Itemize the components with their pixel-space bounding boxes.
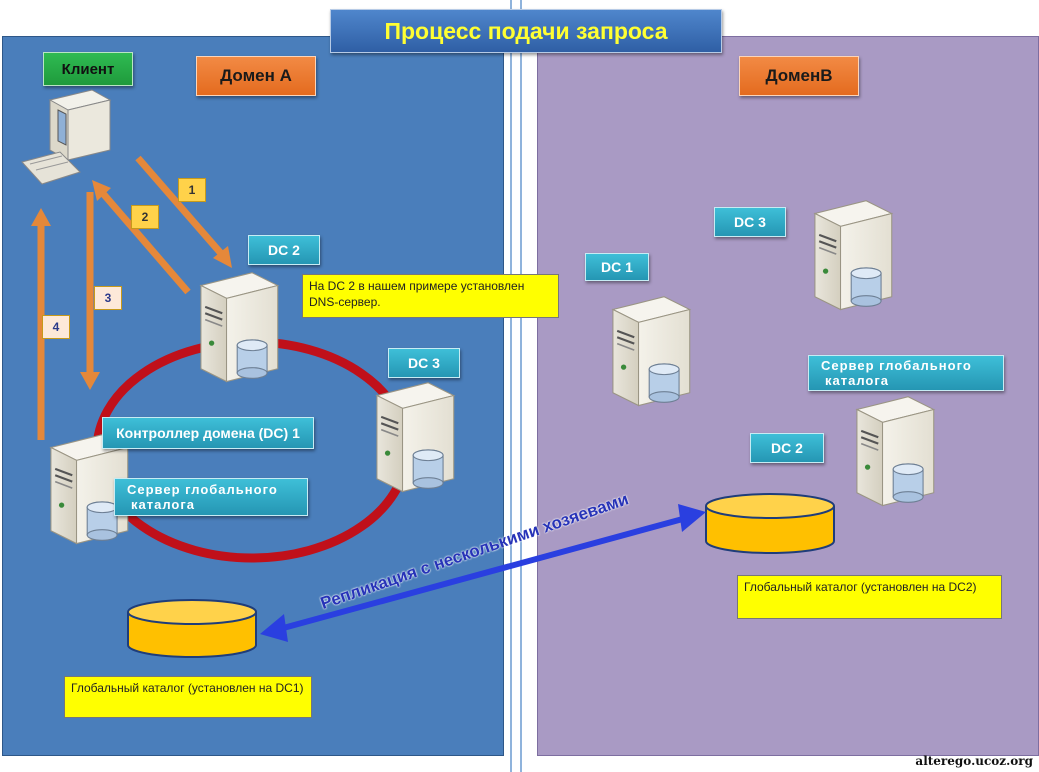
domain-a-gc-server-label: Сервер глобального каталога — [114, 478, 308, 516]
domain-b-dc1-label: DC 1 — [585, 253, 649, 281]
client-label: Клиент — [43, 52, 133, 86]
domain-a-gc-note: Глобальный каталог (установлен на DC1) — [64, 676, 312, 718]
diagram-title: Процесс подачи запроса — [330, 9, 722, 53]
domain-divider — [510, 0, 512, 772]
domain-b-gc-note: Глобальный каталог (установлен на DC2) — [737, 575, 1002, 619]
domain-b-dc1-server-icon — [611, 295, 691, 407]
dns-note: На DC 2 в нашем примере установлен DNS-с… — [302, 274, 559, 318]
client-computer-icon — [21, 89, 112, 185]
step-3-arrow — [80, 192, 100, 390]
gc-server-label-line1: Сервер глобального — [127, 482, 278, 497]
step-1-arrow — [135, 155, 232, 268]
domain-a-catalog-icon — [127, 599, 257, 658]
gc-server-label-line2: каталога — [131, 497, 196, 512]
dc2-server-icon — [199, 271, 279, 383]
dc2-label: DC 2 — [248, 235, 320, 265]
domain-divider — [520, 0, 522, 772]
gc-server-label-line1: Сервер глобального — [821, 358, 972, 373]
dc3-label: DC 3 — [388, 348, 460, 378]
watermark: alterego.ucoz.org — [915, 754, 1033, 768]
step-4-arrow — [31, 208, 51, 440]
domain-b-gc-server-label: Сервер глобального каталога — [808, 355, 1004, 391]
step-3-label: 3 — [94, 286, 122, 310]
domain-b-dc2-label: DC 2 — [750, 433, 824, 463]
domain-b-catalog-icon — [705, 493, 835, 554]
step-2-arrow — [92, 180, 191, 295]
domain-b-dc3-server-icon — [813, 199, 893, 311]
dc1-label: Контроллер домена (DC) 1 — [102, 417, 314, 449]
domain-b-label: ДоменВ — [739, 56, 859, 96]
replication-arrow — [260, 504, 706, 642]
domain-b-dc2-server-icon — [855, 395, 935, 507]
gc-server-label-line2: каталога — [825, 373, 890, 388]
domain-b-dc3-label: DC 3 — [714, 207, 786, 237]
step-2-label: 2 — [131, 205, 159, 229]
step-1-label: 1 — [178, 178, 206, 202]
step-4-label: 4 — [42, 315, 70, 339]
domain-a-label: Домен А — [196, 56, 316, 96]
dc3-server-icon — [375, 381, 455, 493]
